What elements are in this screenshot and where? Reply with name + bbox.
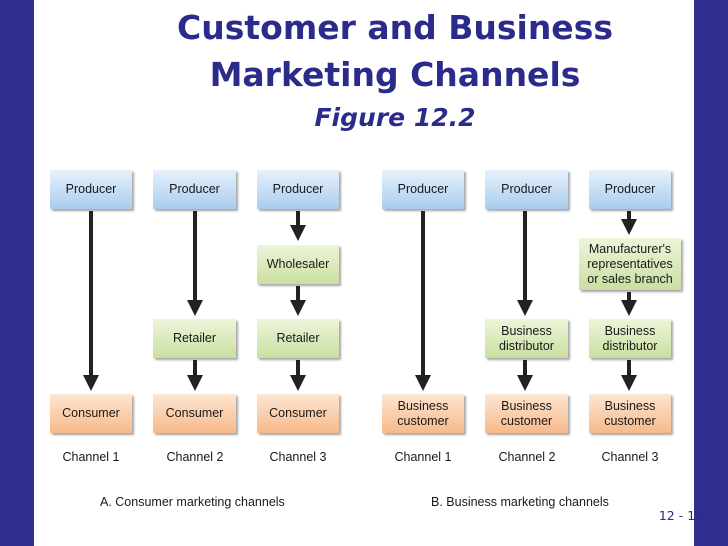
- b3-customer-box: Business customer: [589, 394, 671, 433]
- business-channel-2-label: Channel 2: [498, 450, 556, 464]
- c1-consumer-box: Consumer: [50, 394, 132, 433]
- business-channel-3-label: Channel 3: [601, 450, 659, 464]
- b3-distributor-box: Business distributor: [589, 319, 671, 358]
- c3-wholesaler-box: Wholesaler: [257, 245, 339, 284]
- c3-producer-box: Producer: [257, 170, 339, 209]
- c3-consumer-box: Consumer: [257, 394, 339, 433]
- consumer-channel-2-label: Channel 2: [166, 450, 224, 464]
- b3-producer-box: Producer: [589, 170, 671, 209]
- c2-retailer-box: Retailer: [153, 319, 236, 358]
- c1-producer-box: Producer: [50, 170, 132, 209]
- c2-consumer-box: Consumer: [153, 394, 236, 433]
- b2-producer-box: Producer: [485, 170, 568, 209]
- consumer-channel-1-label: Channel 1: [62, 450, 120, 464]
- consumer-channels-caption: A. Consumer marketing channels: [100, 495, 285, 509]
- left-side-bar: [0, 0, 34, 546]
- right-side-bar: [694, 0, 728, 546]
- b1-producer-box: Producer: [382, 170, 464, 209]
- c2-producer-box: Producer: [153, 170, 236, 209]
- b3-manufacturers-reps-box: Manufacturer's representatives or sales …: [579, 238, 681, 290]
- figure-label: Figure 12.2: [314, 103, 476, 132]
- slide-title-line-2: Marketing Channels: [209, 55, 581, 94]
- business-channel-1-label: Channel 1: [394, 450, 452, 464]
- page-number: 12 - 12: [658, 508, 704, 523]
- slide-title-line-1: Customer and Business: [177, 8, 613, 47]
- b2-customer-box: Business customer: [485, 394, 568, 433]
- b1-customer-box: Business customer: [382, 394, 464, 433]
- b2-distributor-box: Business distributor: [485, 319, 568, 358]
- consumer-channel-3-label: Channel 3: [269, 450, 327, 464]
- business-channels-caption: B. Business marketing channels: [431, 495, 609, 509]
- c3-retailer-box: Retailer: [257, 319, 339, 358]
